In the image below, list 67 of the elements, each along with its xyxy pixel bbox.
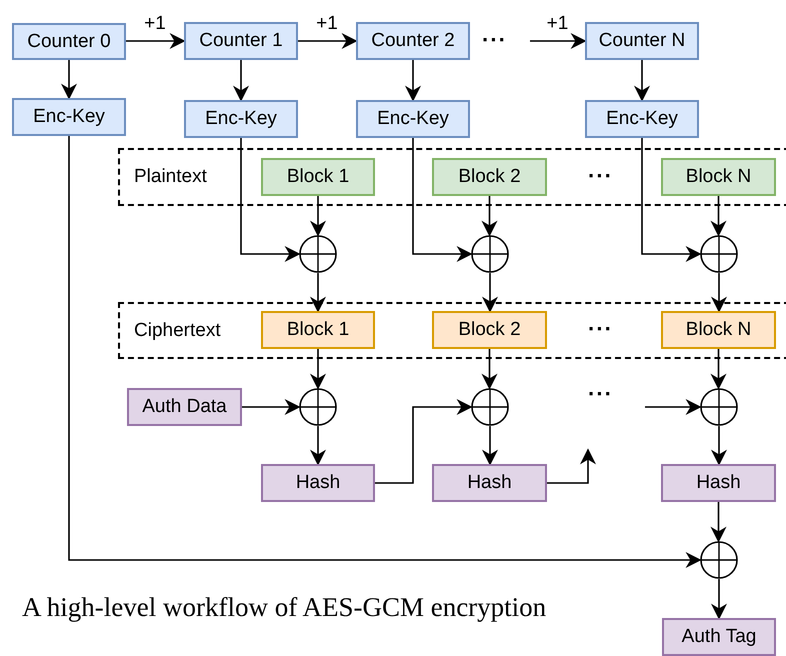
arrow [375, 399, 473, 484]
ellipsis-label: ··· [588, 316, 613, 342]
arrow [405, 60, 421, 102]
arrow [61, 60, 77, 100]
arrow [482, 426, 498, 466]
xor-circle [700, 541, 738, 579]
process-box: Counter 1 [184, 22, 298, 60]
arrow [711, 273, 727, 313]
dashed-group-band [118, 302, 786, 359]
edge-label: +1 [316, 13, 338, 35]
arrow [310, 349, 326, 390]
arrow [310, 196, 326, 237]
arrow [482, 349, 498, 390]
arrow [233, 60, 249, 102]
process-box: Enc-Key [12, 98, 126, 136]
plaintext-block: Block 2 [432, 158, 547, 196]
arrow [710, 349, 726, 390]
ellipsis-label: ··· [482, 27, 507, 53]
arrow [242, 399, 301, 415]
xor-circle [299, 235, 337, 273]
dashed-group-band [118, 148, 786, 206]
arrow [482, 273, 498, 313]
process-box: Auth Tag [662, 618, 776, 656]
process-box: Enc-Key [356, 100, 470, 138]
arrow [126, 33, 186, 49]
ciphertext-block: Block 1 [261, 311, 375, 349]
arrow [68, 136, 702, 568]
edge-label: +1 [144, 13, 166, 35]
process-box: Hash [661, 464, 776, 502]
xor-circle [299, 388, 337, 426]
process-box: Hash [261, 464, 375, 502]
plaintext-block: Block N [661, 158, 776, 196]
arrow [711, 579, 727, 620]
arrow [547, 448, 596, 484]
arrow [240, 138, 301, 262]
process-box: Counter N [585, 22, 699, 60]
arrow [634, 60, 650, 102]
band-label: Plaintext [134, 166, 207, 188]
ellipsis-label: ··· [588, 381, 613, 407]
arrow [310, 426, 326, 466]
arrow [711, 426, 727, 466]
edge-label: +1 [546, 13, 568, 35]
arrow [530, 33, 587, 49]
arrow [710, 196, 726, 237]
ciphertext-block: Block N [661, 311, 776, 349]
caption: A high-level workflow of AES-GCM encryption [22, 592, 546, 623]
process-box: Counter 2 [356, 22, 470, 60]
xor-circle [700, 235, 738, 273]
process-box: Hash [432, 464, 547, 502]
xor-circle [471, 388, 509, 426]
xor-circle [700, 388, 738, 426]
arrow [641, 138, 702, 262]
process-box: Counter 0 [12, 23, 126, 60]
arrow [710, 502, 726, 543]
ciphertext-block: Block 2 [432, 311, 547, 349]
ellipsis-label: ··· [588, 163, 613, 189]
arrow [310, 273, 326, 313]
arrow [412, 138, 473, 262]
arrow [482, 196, 498, 237]
plaintext-block: Block 1 [261, 158, 375, 196]
arrow [298, 33, 358, 49]
xor-circle [471, 235, 509, 273]
band-label: Ciphertext [134, 320, 221, 342]
process-box: Auth Data [127, 388, 242, 426]
process-box: Enc-Key [585, 100, 699, 138]
arrow [645, 399, 702, 415]
process-box: Enc-Key [184, 100, 298, 138]
